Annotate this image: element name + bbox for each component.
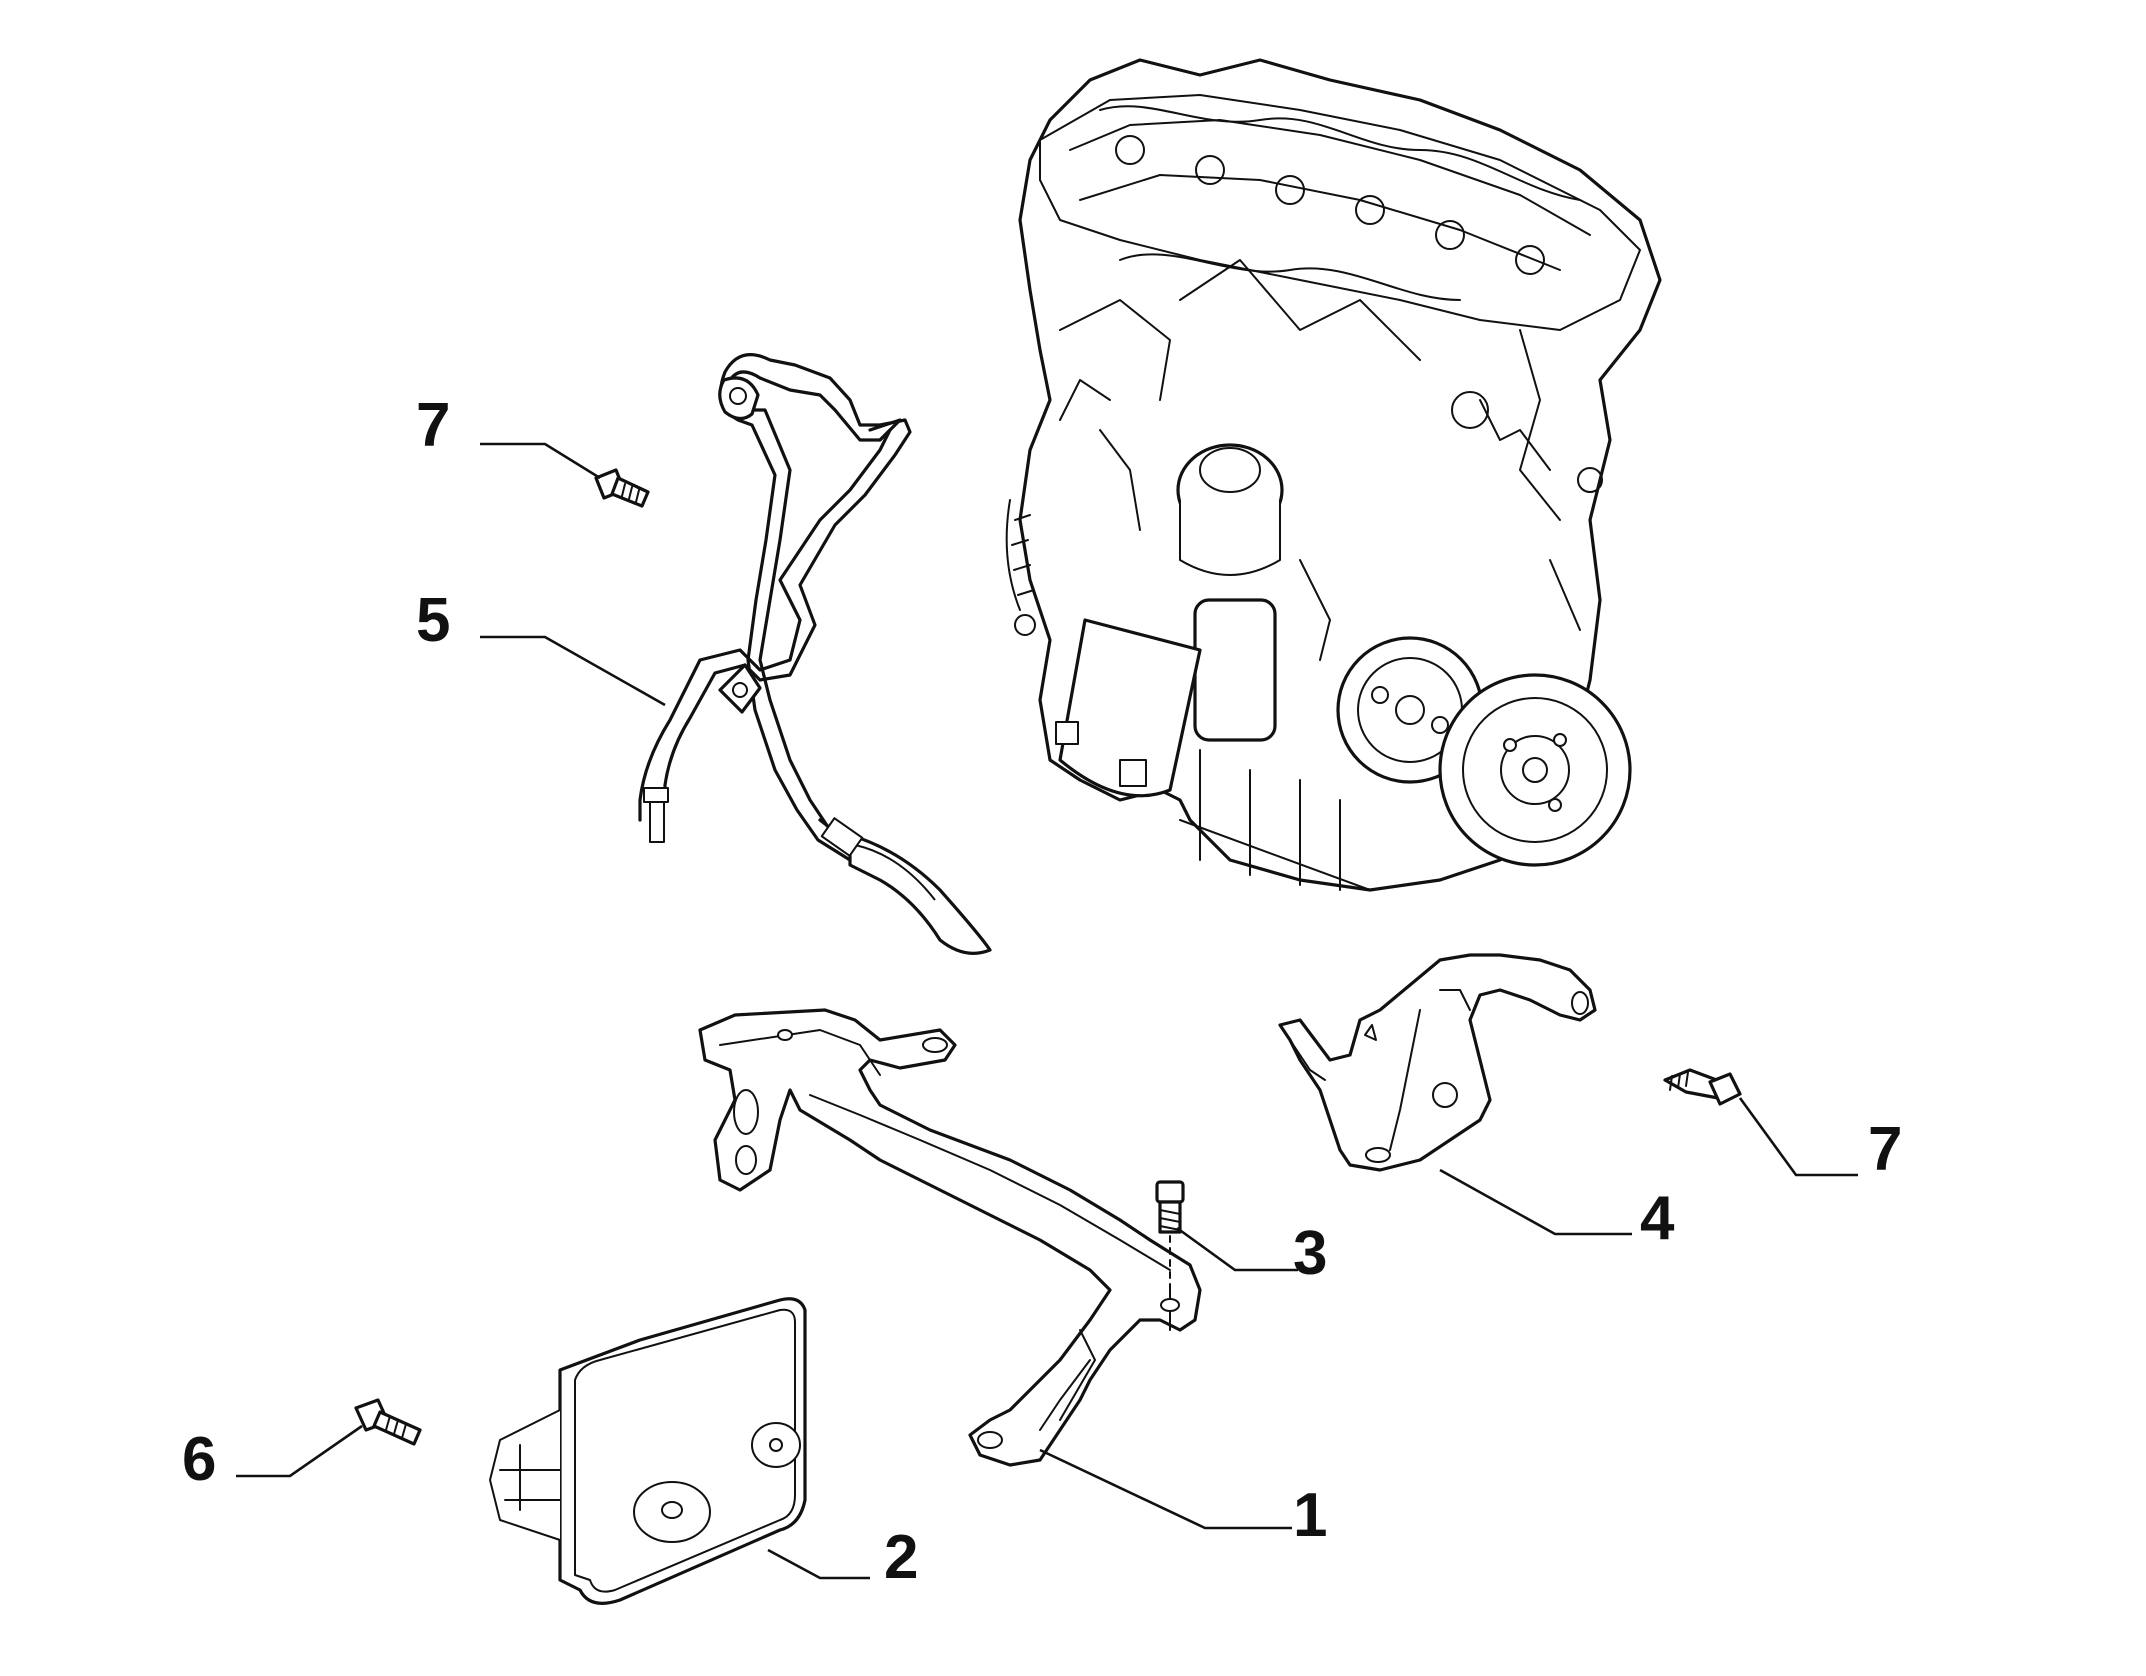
callout-6: 6: [182, 1425, 216, 1494]
leader-1: [1039, 1448, 1292, 1530]
engine-block: [1005, 58, 1662, 892]
callout-2: 2: [884, 1523, 918, 1592]
bolt-7-upper: [594, 468, 650, 508]
support-bracket: [698, 1008, 1202, 1467]
bolt-7-right: [1663, 1068, 1742, 1106]
callout-1: 1: [1293, 1481, 1327, 1550]
callout-5: 5: [416, 586, 450, 655]
callout-3: 3: [1293, 1219, 1327, 1288]
bracket-4: [1278, 953, 1597, 1172]
callout-4: 4: [1640, 1184, 1675, 1253]
callout-7-right: 7: [1868, 1115, 1902, 1184]
pipe-hose-assembly: [638, 353, 992, 955]
leader-6: [236, 1424, 363, 1478]
leader-5: [480, 635, 666, 707]
callout-labels: 7 5 3 4 7 6 1 2: [182, 391, 1902, 1592]
leader-7-upper: [480, 442, 601, 480]
leader-7-right: [1738, 1097, 1858, 1177]
bolt-3: [1155, 1180, 1185, 1291]
bolt-6: [354, 1398, 422, 1446]
leader-3: [1176, 1226, 1298, 1272]
leader-2: [767, 1548, 870, 1580]
reservoir: [489, 1297, 807, 1605]
callout-7-upper: 7: [416, 391, 450, 460]
leader-lines: [236, 442, 1858, 1580]
leader-4: [1439, 1168, 1632, 1236]
